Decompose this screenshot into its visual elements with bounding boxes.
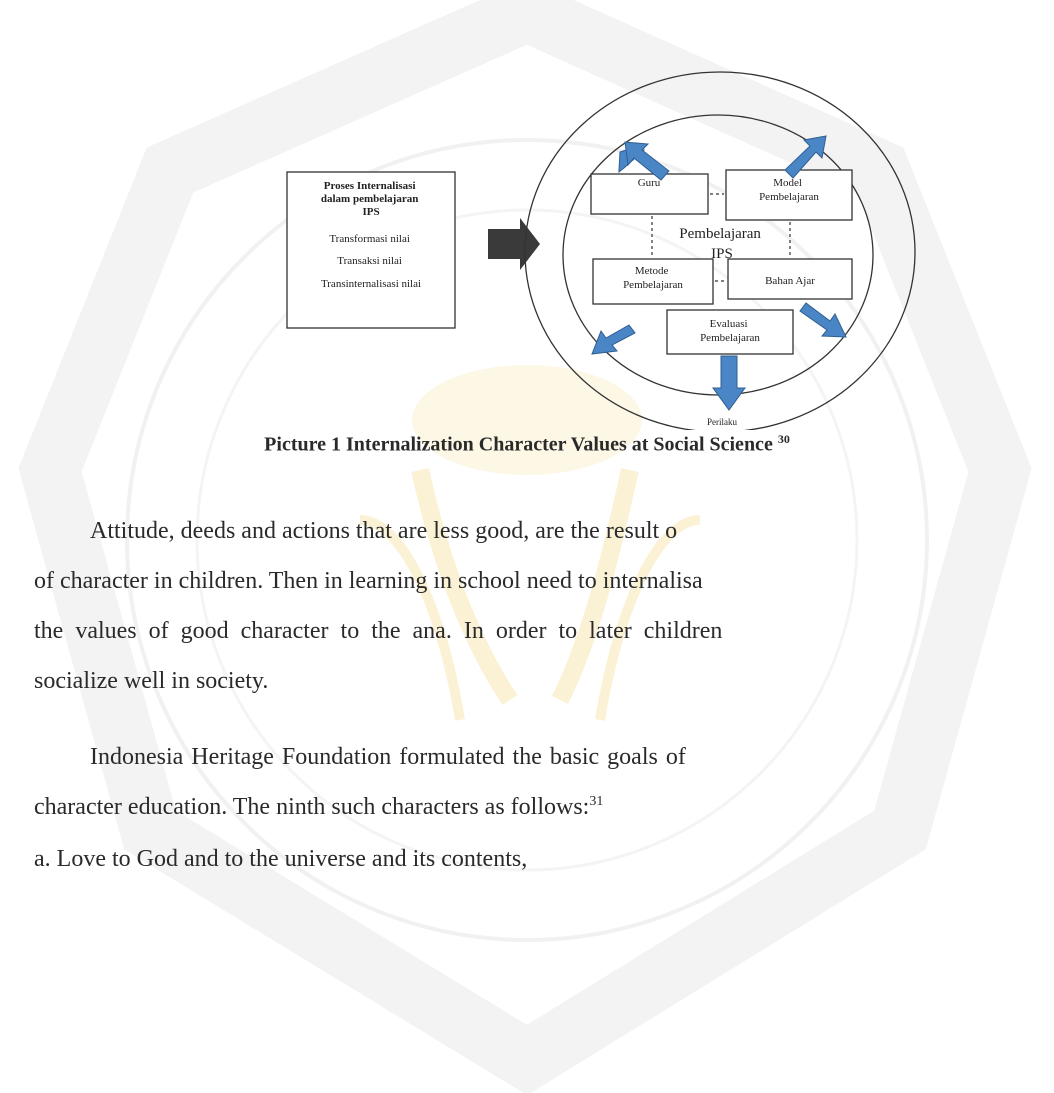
arrow-up-right — [784, 135, 827, 179]
svg-text:Model Pembelajaran: Model Pembelajaran — [759, 177, 819, 203]
footnote-31: 31 — [589, 794, 604, 809]
caption-footnote: 30 — [777, 432, 790, 446]
arrow-down-right — [799, 302, 847, 338]
svg-text:Perilaku: Perilaku — [707, 417, 737, 427]
center-label: Pembelajaran — [679, 226, 761, 242]
process-box — [286, 171, 456, 329]
svg-text:Guru: Guru — [638, 177, 661, 189]
svg-text:Proses Internalisasi dalam: Proses Internalisasi dalam pembelajaran … — [321, 180, 421, 218]
svg-text:Bahan Ajar: Bahan Ajar — [765, 275, 815, 287]
svg-text:Pembelajaran IPS: Pembelajaran IPS — [679, 226, 764, 262]
model-box — [725, 169, 853, 221]
svg-text:Metode Pembelajaran: Metode Pembelajaran — [623, 265, 683, 291]
arrow-down-left — [591, 324, 636, 355]
internalization-diagram: Proses Internalisasi dalam pembelajaran … — [286, 71, 916, 430]
bahan-ajar-box — [727, 258, 853, 300]
metode-box — [592, 258, 714, 305]
svg-text:Evaluasi Pembelajaran: Evaluasi Pembelajaran — [700, 318, 760, 344]
process-arrow — [488, 218, 540, 270]
svg-text:Transformasi nilai Transak: Transformasi nilai Transaksi nilai Trans… — [321, 233, 421, 290]
arrow-down — [712, 355, 746, 411]
evaluasi-box — [666, 309, 794, 355]
figure-caption: Picture 1 Internalization Character Valu… — [264, 432, 790, 456]
outer-circle — [524, 71, 916, 430]
guru-box — [590, 173, 709, 215]
